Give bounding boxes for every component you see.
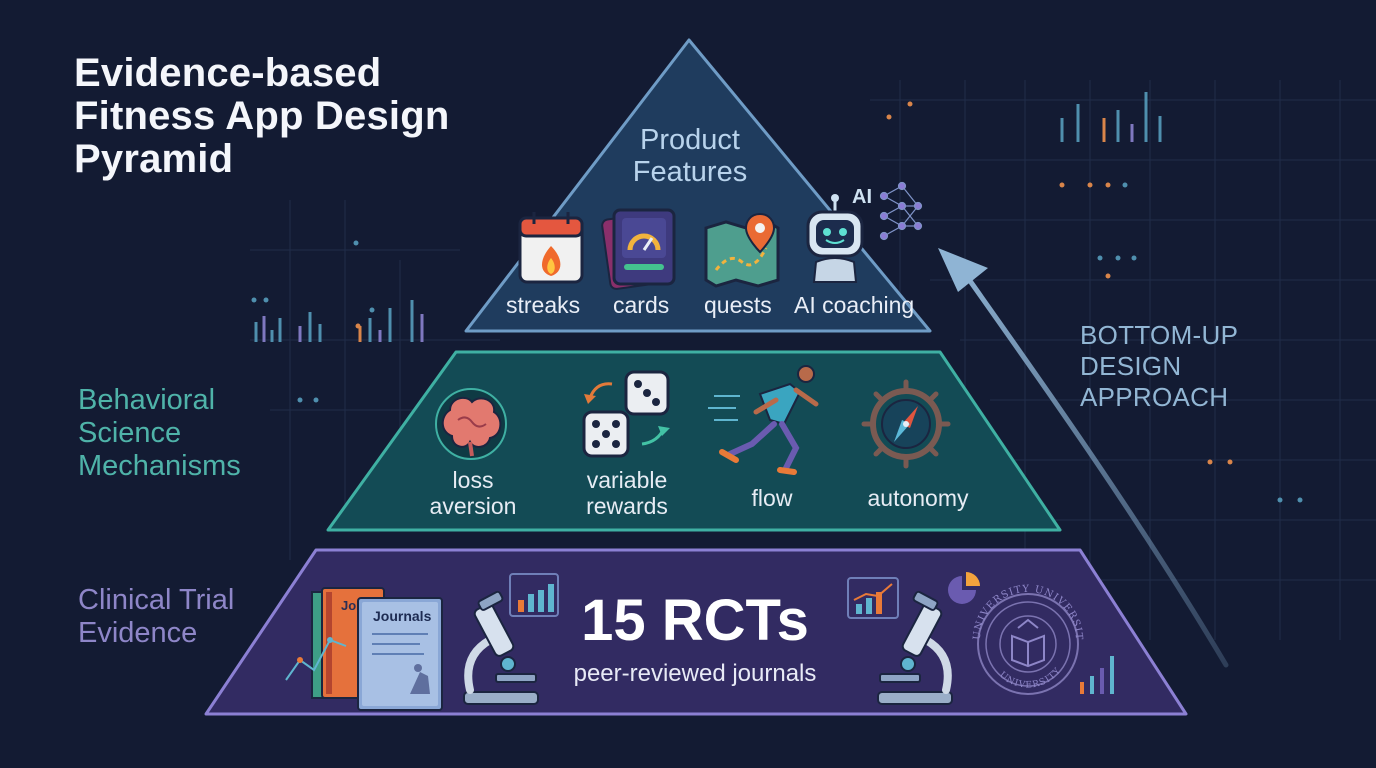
title-line-3: Pyramid [74, 137, 234, 181]
rct-subtitle: peer-reviewed journals [573, 660, 817, 687]
microscope-icon-right [877, 590, 953, 705]
books-icon [311, 587, 443, 711]
title-line-2: Fitness App Design [74, 94, 450, 138]
product-features-title: Product Features [560, 124, 820, 188]
mechanism-label-loss-aversion: loss aversion [412, 467, 534, 519]
neural-network-icon [879, 181, 923, 241]
behavioral-line-1: Behavioral [78, 384, 216, 416]
variable-rewards-line-2: rewards [586, 493, 668, 519]
mechanism-label-autonomy: autonomy [848, 485, 988, 511]
behavioral-science-label: Behavioral Science Mechanisms [78, 384, 241, 483]
gauge-card-icon [601, 208, 676, 290]
mechanism-label-flow: flow [722, 485, 822, 511]
bottom-left-chart-icon [285, 573, 559, 681]
autonomy-line-1: autonomy [867, 485, 969, 511]
clinical-line-1: Clinical Trial [78, 584, 235, 616]
tier-bottom-clinical [204, 548, 1188, 716]
feature-label-ai-coaching: AI coaching [794, 292, 915, 318]
bottom-up-arrow-icon [938, 248, 1229, 668]
bottom-up-approach-label: BOTTOM-UP DESIGN APPROACH [1080, 320, 1238, 413]
runner-icon [708, 365, 819, 475]
loss-aversion-line-1: loss [452, 467, 494, 493]
approach-line-3: APPROACH [1080, 382, 1229, 412]
product-features-line-1: Product [640, 124, 740, 156]
feature-label-quests: quests [704, 292, 772, 318]
clinical-evidence-label: Clinical Trial Evidence [78, 584, 234, 650]
variable-rewards-line-1: variable [586, 467, 668, 493]
behavioral-line-3: Mechanisms [78, 450, 241, 482]
loss-aversion-line-2: aversion [429, 493, 517, 519]
robot-icon [806, 194, 864, 283]
page-title: Evidence-based Fitness App Design Pyrami… [74, 52, 450, 181]
decor-bar-charts [251, 92, 1303, 503]
journal-label: Journals [373, 608, 432, 624]
feature-label-streaks: streaks [506, 292, 581, 318]
clinical-line-2: Evidence [78, 617, 198, 649]
flow-line-1: flow [751, 485, 793, 511]
ai-mark: AI [852, 186, 872, 208]
microscope-icon [463, 590, 539, 705]
journal-back-label: Jo [341, 598, 357, 613]
brain-icon [435, 388, 507, 460]
map-pin-icon [704, 212, 780, 288]
compass-icon [861, 379, 951, 469]
title-line-1: Evidence-based [74, 51, 382, 95]
rct-count: 15 RCTs [581, 588, 809, 653]
product-features-line-2: Features [632, 156, 748, 188]
mechanism-label-variable-rewards: variable rewards [566, 467, 688, 519]
bottom-right-chart-icon [847, 572, 1114, 694]
calendar-flame-icon [518, 212, 584, 284]
feature-label-cards: cards [613, 292, 670, 318]
approach-line-2: DESIGN [1080, 351, 1182, 381]
approach-line-1: BOTTOM-UP [1080, 320, 1239, 350]
dice-icon [582, 370, 670, 458]
behavioral-line-2: Science [78, 417, 182, 449]
